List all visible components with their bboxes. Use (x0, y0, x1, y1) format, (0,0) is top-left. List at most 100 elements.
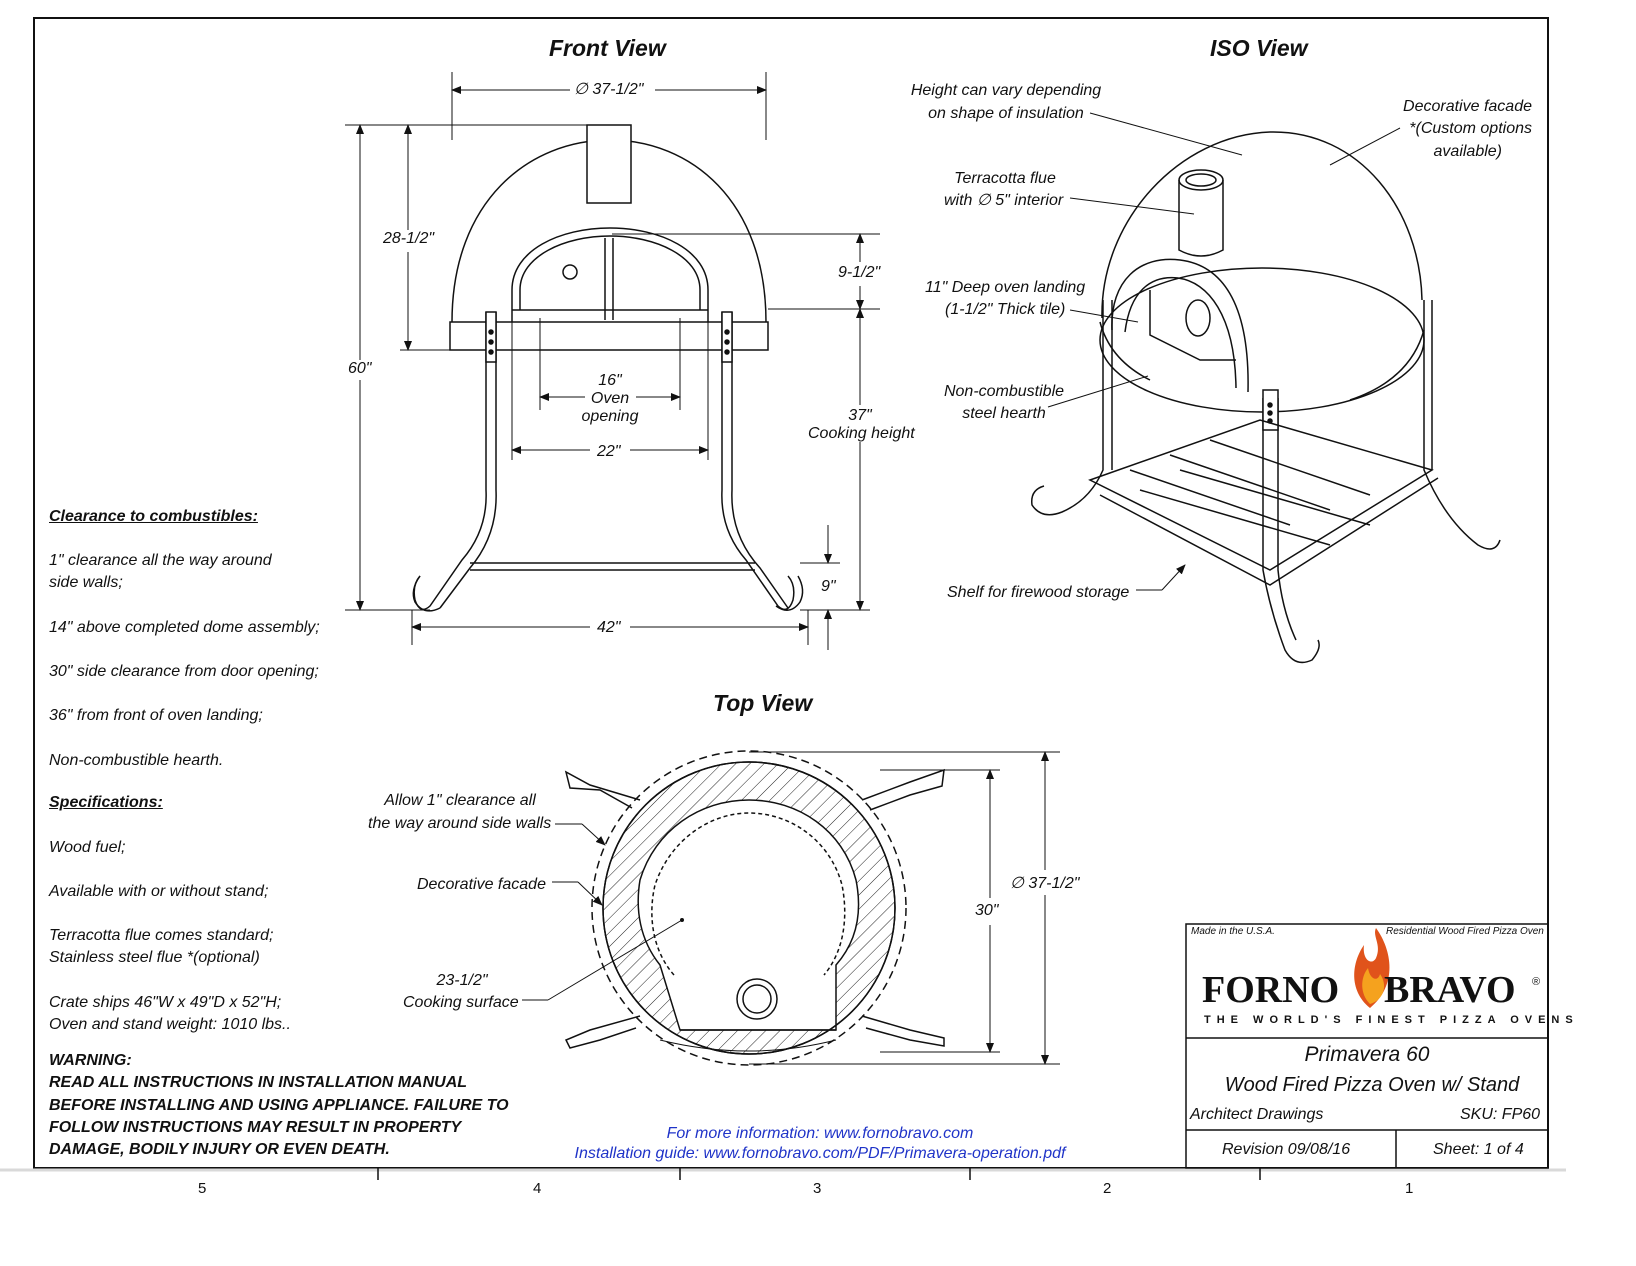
made-in-label: Made in the U.S.A. (1191, 926, 1275, 937)
top-view-title: Top View (713, 690, 813, 716)
iso-view-title: ISO View (1210, 35, 1308, 61)
installation-guide-link[interactable]: Installation guide: www.fornobravo.com/P… (574, 1145, 1066, 1162)
registered-mark: ® (1532, 976, 1541, 988)
logo-tagline: THE WORLD'S FINEST PIZZA OVENS (1204, 1014, 1579, 1026)
title-block-frame (1185, 923, 1549, 1169)
iso-flue-line2: with ∅ 5" interior (944, 192, 1064, 209)
clearance-2: 14" above completed dome assembly; (49, 619, 320, 636)
zone-3: 3 (813, 1180, 822, 1197)
zone-5: 5 (198, 1180, 207, 1197)
cooking-height-label: Cooking height (808, 425, 915, 442)
model-name: Primavera 60 (1304, 1043, 1430, 1066)
warning-line1: READ ALL INSTRUCTIONS IN INSTALLATION MA… (49, 1074, 468, 1091)
top-cook-line1: 23-1/2" (436, 972, 488, 989)
clearance-1b: side walls; (49, 574, 123, 591)
front-opening-word-label: opening (581, 408, 639, 425)
front-height-9-label: 9" (821, 578, 836, 595)
drawing-canvas (0, 17, 1566, 1180)
iso-height-note-line2: on shape of insulation (928, 105, 1084, 122)
iso-opening (1111, 258, 1249, 393)
front-opening-16-label: 16" (598, 372, 622, 389)
iso-leg-right (1423, 300, 1501, 550)
clearance-3: 30" side clearance from door opening; (49, 663, 319, 680)
warning-line4: DAMAGE, BODILY INJURY OR EVEN DEATH. (49, 1141, 390, 1158)
top-clearance-circle (591, 750, 907, 1066)
top-leg-upper-right (861, 768, 945, 811)
iso-base-ring (1099, 267, 1425, 413)
iso-facade-line2: *(Custom options (1409, 120, 1532, 137)
iso-leg-front (1262, 398, 1320, 664)
spec-3b: Stainless steel flue *(optional) (49, 949, 260, 966)
top-allow-line1: Allow 1" clearance all (384, 792, 536, 809)
iso-view-drawing (1031, 131, 1501, 664)
front-flue (586, 124, 632, 204)
iso-landing-line1: 11" Deep oven landing (925, 279, 1086, 296)
spec-4b: Oven and stand weight: 1010 lbs.. (49, 1016, 291, 1033)
iso-shelf-label: Shelf for firewood storage (947, 584, 1130, 601)
iso-facade-line1: Decorative facade (1403, 98, 1532, 115)
zone-1: 1 (1405, 1180, 1414, 1197)
warning-header: WARNING: (49, 1052, 132, 1069)
iso-height-note-line1: Height can vary depending (910, 82, 1102, 99)
sheet-number-label: Sheet: 1 of 4 (1433, 1141, 1524, 1158)
doc-type-label: Architect Drawings (1190, 1106, 1324, 1123)
iso-dome (1101, 131, 1423, 319)
front-height-60-label: 60" (348, 360, 372, 377)
warning-line3: FOLLOW INSTRUCTIONS MAY RESULT IN PROPER… (49, 1119, 462, 1136)
residential-label: Residential Wood Fired Pizza Oven (1386, 926, 1544, 937)
top-leg-lower-right (861, 1015, 945, 1047)
spec-header: Specifications: (49, 794, 163, 811)
clearance-header: Clearance to combustibles: (49, 508, 258, 525)
top-facade-label: Decorative facade (417, 876, 546, 893)
flame-icon (1354, 928, 1390, 1008)
logo-forno: FORNO (1202, 969, 1340, 1011)
clearance-5: Non-combustible hearth. (49, 752, 224, 769)
iso-leaders (1047, 112, 1401, 591)
top-hatched-facade (602, 761, 896, 1055)
revision-label: Revision 09/08/16 (1222, 1141, 1351, 1158)
top-leg-upper-left (564, 770, 641, 809)
top-view-drawing (564, 750, 945, 1066)
front-height-37-label: 37" (848, 407, 872, 424)
front-opening-oven-label: Oven (590, 390, 630, 407)
front-thermometer (562, 264, 578, 280)
front-view-drawing (412, 124, 804, 612)
front-width-42-label: 42" (597, 619, 621, 636)
top-cooking-surface (651, 812, 846, 976)
front-width-22-label: 22" (597, 443, 621, 460)
clearance-1a: 1" clearance all the way around (49, 552, 272, 569)
iso-facade-line3: available) (1433, 143, 1502, 160)
top-cook-line2: Cooking surface (403, 994, 519, 1011)
top-leaders (522, 751, 1060, 1065)
spec-2: Available with or without stand; (49, 883, 269, 900)
clearance-4: 36" from front of oven landing; (49, 707, 263, 724)
drawing-sheet: Front View ISO View Top View ∅ 37-1/2" 2… (0, 17, 1573, 1197)
info-link[interactable]: For more information: www.fornobravo.com (666, 1125, 974, 1142)
top-allow-line2: the way around side walls (368, 815, 552, 832)
front-base-band (449, 321, 769, 351)
model-description: Wood Fired Pizza Oven w/ Stand (1224, 1074, 1520, 1096)
sku-label: SKU: FP60 (1460, 1106, 1541, 1123)
front-left-leg (413, 312, 497, 611)
spec-4a: Crate ships 46"W x 49"D x 52"H; (49, 994, 282, 1011)
front-height-9-5-label: 9-1/2" (838, 264, 881, 281)
front-dimensions (345, 72, 880, 650)
top-flue-circle (736, 978, 778, 1020)
logo-bravo: BRAVO (1384, 969, 1516, 1011)
iso-flue-line1: Terracotta flue (954, 170, 1056, 187)
top-leg-lower-left (564, 1015, 641, 1049)
iso-shelf (1088, 419, 1439, 586)
front-opening-arch (511, 227, 709, 322)
iso-hearth-line1: Non-combustible (943, 383, 1065, 400)
zone-4: 4 (533, 1180, 542, 1197)
zone-ticks (377, 1168, 1261, 1180)
iso-leg-left (1031, 300, 1113, 516)
iso-landing-line2: (1-1/2" Thick tile) (945, 301, 1066, 318)
spec-3a: Terracotta flue comes standard; (49, 927, 274, 944)
zone-2: 2 (1103, 1180, 1112, 1197)
top-dim-30-label: 30" (975, 902, 999, 919)
warning-line2: BEFORE INSTALLING AND USING APPLIANCE. F… (49, 1097, 509, 1114)
iso-hearth-line2: steel hearth (962, 405, 1046, 422)
front-view-title: Front View (549, 35, 666, 61)
front-diameter-label: ∅ 37-1/2" (574, 81, 644, 98)
